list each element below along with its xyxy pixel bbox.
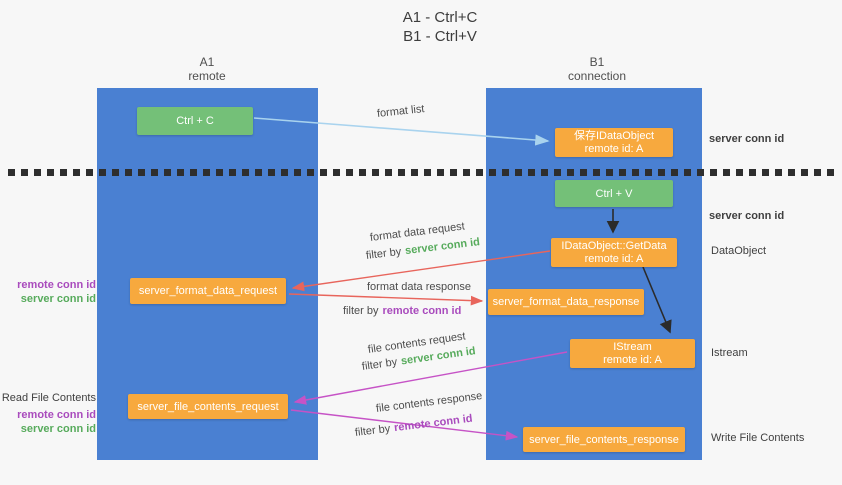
left-label-block-bottom: remote conn id server conn id (17, 408, 96, 436)
right-label-server-conn-id-mid: server conn id (709, 210, 785, 222)
label-format-data-response-text: format data response (367, 281, 471, 293)
label-format-list-text: format list (376, 103, 426, 120)
node-save-dataobject: 保存IDataObject remote id: A (555, 128, 673, 157)
node-save-dataobject-line2: remote id: A (584, 142, 644, 155)
node-getdata-line2: remote id: A (584, 252, 644, 265)
node-server-file-contents-request: server_file_contents_request (128, 394, 288, 419)
diagram-title: A1 - Ctrl+C B1 - Ctrl+V (340, 8, 540, 46)
title-line-2: B1 - Ctrl+V (403, 28, 477, 45)
left-remote-conn-id-bottom: remote conn id (17, 409, 96, 421)
node-getdata-line1: IDataObject::GetData (561, 239, 667, 252)
left-label-block-top: remote conn id server conn id (17, 278, 96, 306)
column-right-name: connection (567, 69, 627, 83)
node-ctrl-v: Ctrl + V (555, 180, 673, 207)
label-format-list: format list (376, 103, 425, 120)
label-file-contents-response: file contents response (375, 390, 483, 415)
node-getdata: IDataObject::GetData remote id: A (551, 238, 677, 267)
left-server-conn-id-bottom: server conn id (20, 423, 96, 435)
node-istream: IStream remote id: A (570, 339, 695, 368)
remote-conn-id-text: remote conn id (382, 305, 462, 317)
node-save-dataobject-line1: 保存IDataObject (573, 129, 655, 142)
node-ctrl-v-label: Ctrl + V (595, 187, 633, 200)
node-server-file-contents-request-label: server_file_contents_request (137, 400, 279, 413)
left-label-read-file-contents: Read File Contents (1, 392, 96, 404)
node-server-format-data-request-label: server_format_data_request (138, 285, 278, 297)
filter-by-text: filter by (361, 356, 398, 373)
filter-by-text: filter by (354, 422, 391, 439)
filter-by-text: filter by (343, 305, 379, 317)
filter-by-text: filter by (365, 245, 402, 262)
node-server-format-data-response: server_format_data_response (488, 289, 644, 315)
node-ctrl-c: Ctrl + C (137, 107, 253, 135)
right-label-istream: Istream (711, 347, 748, 359)
column-left-id: A1 (199, 55, 215, 69)
left-server-conn-id-top: server conn id (20, 293, 96, 305)
label-file-contents-response-text: file contents response (375, 390, 483, 415)
node-server-format-data-request: server_format_data_request (130, 278, 286, 304)
right-label-server-conn-id-top: server conn id (709, 133, 785, 145)
node-istream-line2: remote id: A (603, 353, 662, 366)
node-ctrl-c-label: Ctrl + C (176, 115, 214, 127)
node-server-format-data-response-label: server_format_data_response (492, 296, 640, 308)
label-format-data-response: format data response (367, 281, 471, 293)
left-remote-conn-id-top: remote conn id (17, 279, 96, 291)
column-header-left: A1 remote (127, 55, 287, 83)
node-server-file-contents-response: server_file_contents_response (523, 427, 685, 452)
server-conn-id-text: server conn id (404, 236, 481, 258)
dotted-divider (8, 169, 836, 176)
node-server-file-contents-response-label: server_file_contents_response (529, 433, 679, 446)
column-right-id: B1 (589, 55, 605, 69)
column-header-right: B1 connection (517, 55, 677, 83)
node-istream-line1: IStream (613, 340, 652, 353)
right-label-dataobject: DataObject (711, 245, 767, 257)
right-label-write-file-contents: Write File Contents (711, 432, 805, 444)
title-line-1: A1 - Ctrl+C (402, 9, 478, 26)
column-left-name: remote (188, 69, 226, 83)
remote-conn-id-text: remote conn id (393, 412, 474, 435)
